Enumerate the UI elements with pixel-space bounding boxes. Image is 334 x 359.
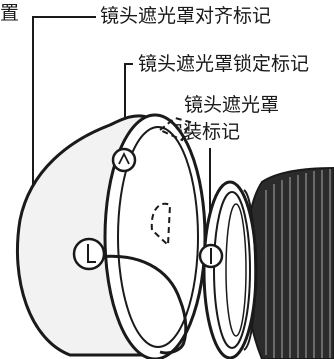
lens-hood-inner-ring xyxy=(117,126,199,348)
lens-front-rim-inner xyxy=(213,191,251,349)
alignment-mark-label: 镜头遮光罩对齐标记 xyxy=(100,5,272,27)
lock-mark-icon xyxy=(111,147,137,173)
mount-mark-label-line1: 镜头遮光罩 xyxy=(184,94,280,116)
lock-mark-label: 镜头遮光罩锁定标记 xyxy=(138,53,310,75)
lens-hood xyxy=(15,113,207,359)
alignment-mark-icon xyxy=(72,237,106,271)
lens-barrel xyxy=(202,166,334,359)
mount-mark-icon xyxy=(198,243,224,269)
lens-focus-ridges xyxy=(265,169,331,358)
bayonet-tab-dashed xyxy=(158,116,192,142)
partial-label-left: 置 xyxy=(0,2,20,24)
hood-cord xyxy=(89,254,188,343)
lens-front-rim xyxy=(202,180,258,359)
